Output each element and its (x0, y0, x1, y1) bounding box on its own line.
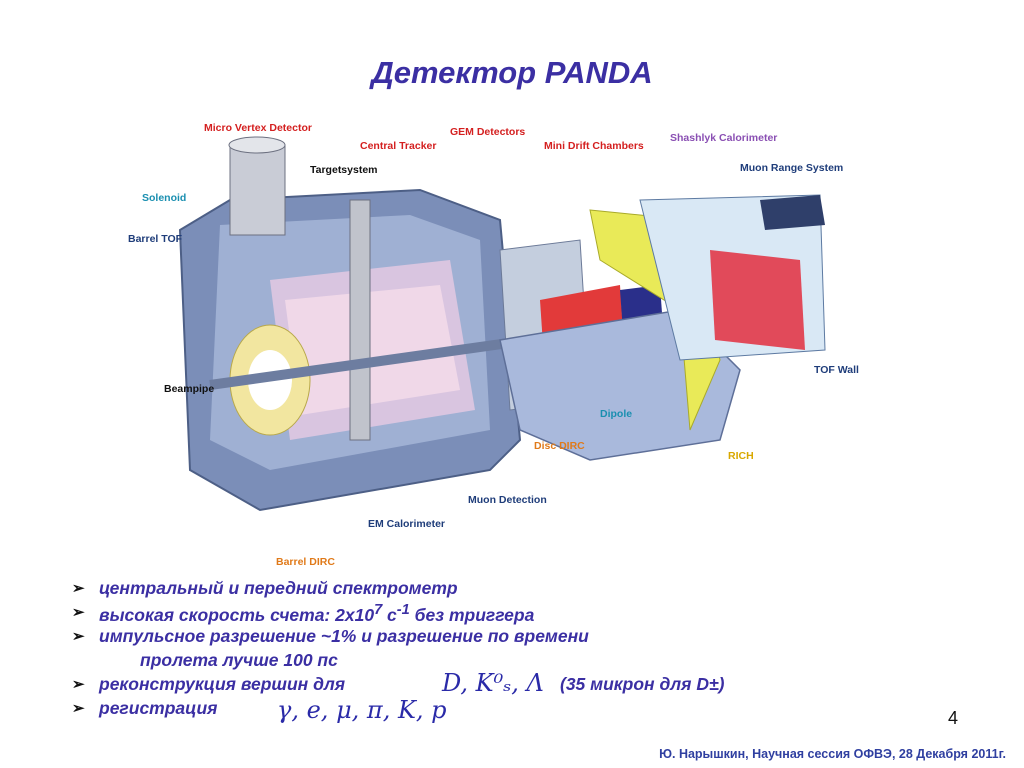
label-rich: RICH (728, 450, 754, 462)
bullet-item: ➢ центральный и передний спектрометр (72, 578, 952, 602)
label-em-calorimeter: EM Calorimeter (368, 518, 446, 530)
bullet-text: высокая скорость счета: 2х107 с-1 без тр… (99, 602, 534, 626)
exponent: 7 (374, 602, 383, 618)
bullet-item: ➢ реконструкция вершин для D, K⁰ₛ, Λ (35… (72, 669, 952, 698)
label-tof-wall: TOF Wall (814, 364, 859, 376)
arrow-marker-icon: ➢ (72, 580, 85, 597)
arrow-marker-icon: ➢ (72, 604, 85, 621)
math-vertex-particles: D, K⁰ₛ, Λ (442, 669, 544, 697)
arrow-marker-icon: ➢ (72, 700, 85, 717)
label-mini-drift-chambers: Mini Drift Chambers (544, 140, 644, 152)
label-shashlyk-calorimeter: Shashlyk Calorimeter (670, 132, 778, 144)
label-central-tracker: Central Tracker (360, 140, 437, 152)
label-targetsystem: Targetsystem (310, 164, 378, 176)
label-muon-range-system: Muon Range System (740, 162, 844, 174)
page-title: Детектор PANDA (371, 55, 653, 90)
bullet-continuation: пролета лучше 100 пс (72, 650, 952, 674)
bullet-note: (35 микрон для D±) (560, 674, 725, 694)
exponent: -1 (396, 602, 410, 618)
bullet-text-part: высокая скорость счета: 2х10 (99, 604, 375, 625)
bullet-text: пролета лучше 100 пс (140, 650, 338, 670)
panda-detector-figure: Micro Vertex Detector Central Tracker GE… (120, 110, 880, 575)
bullet-text-part: с (382, 604, 397, 625)
page-number: 4 (948, 708, 959, 728)
bullet-text: центральный и передний спектрометр (99, 578, 458, 598)
bullet-item: ➢ высокая скорость счета: 2х107 с-1 без … (72, 602, 952, 626)
footer-text: Ю. Нарышкин, Научная сессия ОФВЭ, 28 Дек… (659, 747, 1006, 761)
arrow-marker-icon: ➢ (72, 676, 85, 693)
label-micro-vertex-detector: Micro Vertex Detector (204, 122, 312, 134)
label-solenoid: Solenoid (142, 192, 187, 204)
math-registered-particles: γ, e, μ, π, K, p (277, 696, 447, 724)
label-barrel-tof: Barrel TOF (128, 233, 183, 245)
bullet-text: регистрация (99, 698, 218, 718)
arrow-marker-icon: ➢ (72, 628, 85, 645)
label-gem-detectors: GEM Detectors (450, 126, 526, 138)
bullet-text-part: без триггера (409, 604, 535, 625)
label-dipole: Dipole (600, 408, 633, 420)
bullet-text: импульсное разрешение ~1% и разрешение п… (99, 626, 589, 646)
label-barrel-dirc: Barrel DIRC (276, 556, 335, 568)
bullet-text: реконструкция вершин для (99, 674, 346, 694)
label-muon-detection: Muon Detection (468, 494, 547, 506)
bullet-item: ➢ импульсное разрешение ~1% и разрешение… (72, 626, 952, 650)
bullet-item: ➢ регистрация γ, e, μ, π, K, p (72, 696, 952, 724)
label-beampipe: Beampipe (164, 383, 215, 395)
bullet-list: ➢ центральный и передний спектрометр ➢ в… (72, 578, 952, 724)
detector-illustration (178, 136, 826, 512)
label-disc-dirc: Disc DIRC (534, 440, 585, 452)
